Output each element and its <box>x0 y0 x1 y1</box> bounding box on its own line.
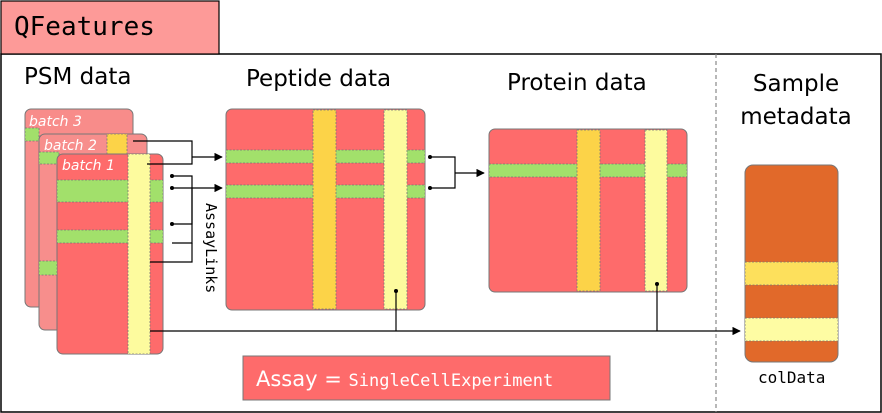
assay-legend-prefix: Assay = <box>256 367 349 391</box>
psm-batch-1: batch 1 <box>38 153 164 355</box>
coldata-link-dots <box>394 282 659 293</box>
title-text: QFeatures <box>14 12 155 42</box>
assay-links-label: AssayLinks <box>202 203 220 293</box>
psm-heading: PSM data <box>24 64 131 90</box>
assay-legend-class: SingleCellExperiment <box>349 371 554 391</box>
peptide-assay <box>225 108 426 311</box>
assay-legend-text: Assay = SingleCellExperiment <box>256 367 553 391</box>
peptide-link-dots <box>428 155 432 190</box>
assay-legend: Assay = SingleCellExperiment <box>242 355 611 401</box>
assay-link-dots <box>170 174 174 226</box>
title-box <box>0 0 220 55</box>
sample-heading-line1: Sample <box>753 71 839 97</box>
assay-links-psm-peptide <box>133 140 223 263</box>
peptide-heading: Peptide data <box>246 66 391 92</box>
assay-link-peptide-protein <box>430 156 485 189</box>
protein-assay <box>488 128 688 293</box>
batch-3-label: batch 3 <box>29 114 82 130</box>
batch-2-label: batch 2 <box>44 138 97 154</box>
coldata-links <box>150 284 741 336</box>
batch-1-label: batch 1 <box>62 158 115 174</box>
sample-heading-line2: metadata <box>740 104 851 130</box>
protein-heading: Protein data <box>507 70 647 96</box>
coldata-label: colData <box>758 368 825 387</box>
outer-frame <box>0 53 882 413</box>
coldata-table <box>744 164 839 363</box>
